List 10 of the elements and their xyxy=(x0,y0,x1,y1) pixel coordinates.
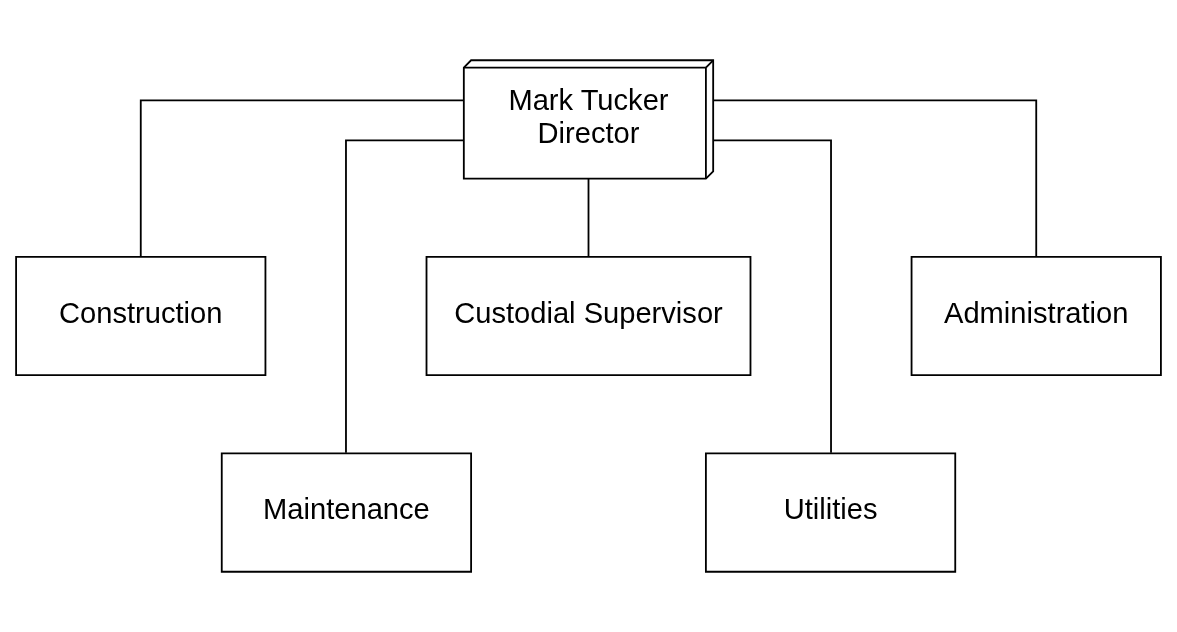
node-box: Custodial Supervisor xyxy=(425,255,752,377)
connector xyxy=(712,139,832,454)
connector xyxy=(712,99,1038,258)
node-box: Administration xyxy=(910,255,1162,377)
connector xyxy=(345,139,465,454)
connector xyxy=(587,178,590,258)
connector xyxy=(139,99,465,258)
node-box: Maintenance xyxy=(220,452,473,573)
node-box: Construction xyxy=(15,255,267,377)
node-box: Utilities xyxy=(705,452,957,573)
